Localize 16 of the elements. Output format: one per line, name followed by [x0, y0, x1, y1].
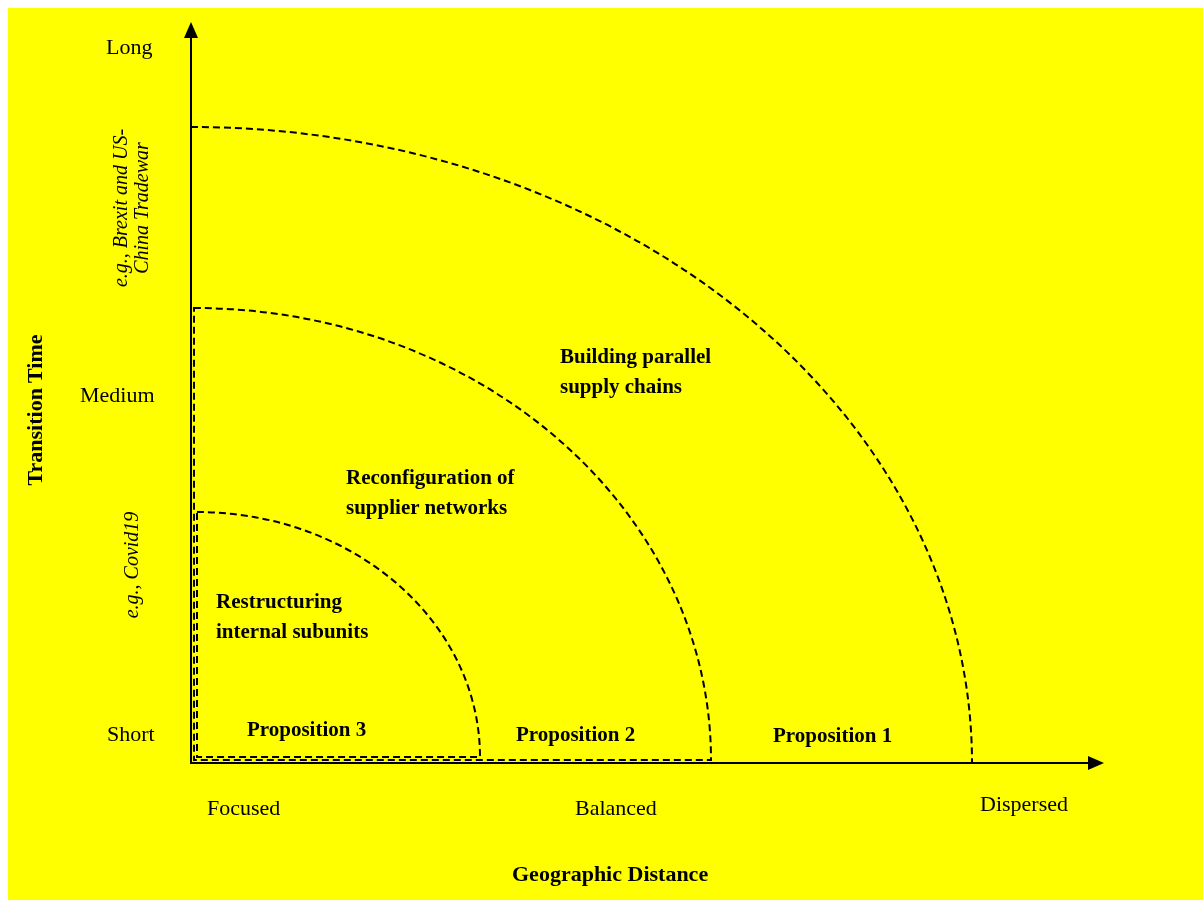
axis-title: Geographic Distance	[512, 861, 709, 887]
axis-tick-label: Balanced	[575, 795, 657, 821]
axis-tick-label: Dispersed	[980, 791, 1068, 817]
proposition-label: Proposition 2	[516, 721, 637, 748]
region-label: Reconfiguration of supplier networks	[346, 464, 516, 521]
axis-tick-label: Medium	[80, 382, 155, 408]
axis-tick-label: Focused	[207, 795, 281, 821]
axis-title: Transition Time	[23, 333, 47, 488]
axis-tick-label: Short	[107, 721, 155, 747]
region-label: Restructuring internal subunits	[216, 588, 370, 645]
axis-tick-label: Long	[106, 34, 153, 60]
region-label: Building parallel supply chains	[560, 343, 713, 400]
proposition-label: Proposition 3	[247, 716, 368, 743]
example-note: e.g., Brexit and US-China Tradewar	[110, 127, 152, 290]
proposition-label: Proposition 1	[773, 722, 894, 749]
example-note: e.g., Covid19	[120, 510, 142, 621]
